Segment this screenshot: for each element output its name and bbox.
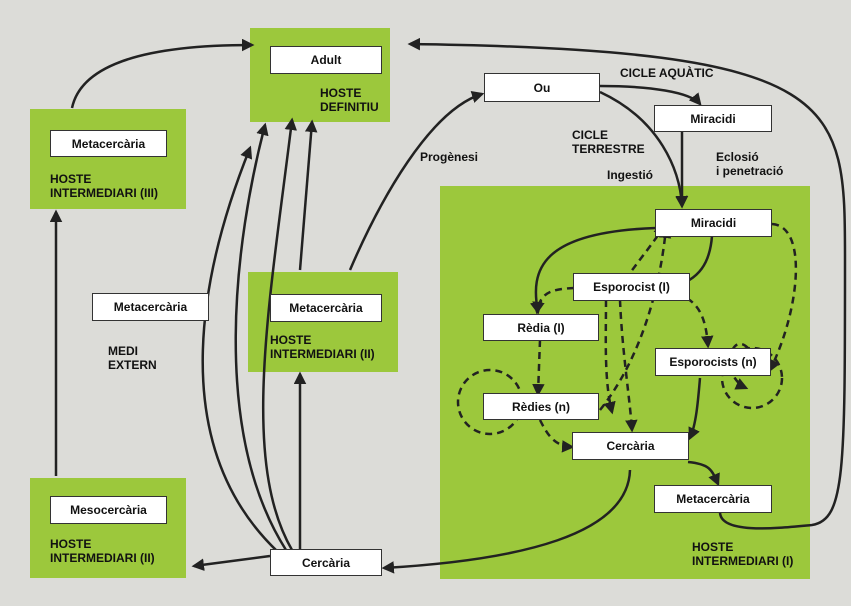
node-miracidi-top: Miracidi bbox=[654, 105, 772, 132]
label-eclosio-line1: Eclosió bbox=[716, 150, 759, 164]
host-definitive-region bbox=[250, 28, 390, 122]
host-intermediate-ii-center-label: HOSTE INTERMEDIARI (II) bbox=[270, 333, 375, 361]
label-progenesi: Progènesi bbox=[420, 150, 479, 164]
host-ii-bottom-line1: HOSTE bbox=[50, 537, 92, 551]
host-iii-line2: INTERMEDIARI (III) bbox=[50, 186, 158, 200]
host-definitive-line2: DEFINITIU bbox=[320, 100, 379, 114]
host-iii-line1: HOSTE bbox=[50, 172, 92, 186]
node-esporocist-1: Esporocist (I) bbox=[573, 273, 690, 301]
host-intermediate-i-label: HOSTE INTERMEDIARI (I) bbox=[692, 540, 793, 568]
host-ii-bottom-line2: INTERMEDIARI (II) bbox=[50, 551, 155, 565]
node-cercaria-inner: Cercària bbox=[572, 432, 689, 460]
node-metacercaria-iii: Metacercària bbox=[50, 130, 167, 157]
node-esporocists-n: Esporocists (n) bbox=[655, 348, 771, 376]
host-i-line2: INTERMEDIARI (I) bbox=[692, 554, 794, 568]
node-redies-n: Rèdies (n) bbox=[483, 393, 599, 420]
node-metacercaria-inner: Metacercària bbox=[654, 485, 772, 513]
label-cicle-aquatic: CICLE AQUÀTIC bbox=[620, 66, 714, 80]
host-ii-center-line2: INTERMEDIARI (II) bbox=[270, 347, 375, 361]
label-cicle-terrestre-line2: TERRESTRE bbox=[572, 142, 645, 156]
host-ii-center-line1: HOSTE bbox=[270, 333, 312, 347]
label-medi-line2: EXTERN bbox=[108, 358, 157, 372]
node-redia-1: Rèdia (I) bbox=[483, 314, 599, 341]
label-medi-line1: MEDI bbox=[108, 344, 138, 358]
host-definitive-label: HOSTE DEFINITIU bbox=[320, 86, 379, 114]
node-metacercaria-free: Metacercària bbox=[92, 293, 209, 321]
host-intermediate-ii-bottom-label: HOSTE INTERMEDIARI (II) bbox=[50, 537, 155, 565]
label-ingestio: Ingestió bbox=[607, 168, 654, 182]
host-intermediate-i-region bbox=[440, 186, 810, 579]
label-cicle-terrestre-line1: CICLE bbox=[572, 128, 608, 142]
node-metacercaria-ii: Metacercària bbox=[270, 294, 382, 322]
host-i-line1: HOSTE bbox=[692, 540, 734, 554]
label-cicle-terrestre: CICLE TERRESTRE bbox=[572, 128, 645, 156]
node-miracidi-inner: Miracidi bbox=[655, 209, 772, 237]
host-intermediate-iii-label: HOSTE INTERMEDIARI (III) bbox=[50, 172, 158, 200]
node-ou: Ou bbox=[484, 73, 600, 102]
node-adult: Adult bbox=[270, 46, 382, 74]
label-eclosio-line2: i penetració bbox=[716, 164, 784, 178]
host-intermediate-ii-center-region bbox=[248, 272, 398, 372]
node-mesocercaria: Mesocercària bbox=[50, 496, 167, 524]
host-intermediate-ii-bottom-region bbox=[30, 478, 186, 578]
node-cercaria-bottom: Cercària bbox=[270, 549, 382, 576]
host-definitive-line1: HOSTE bbox=[320, 86, 362, 100]
host-intermediate-iii-region bbox=[30, 109, 186, 209]
label-medi-extern: MEDI EXTERN bbox=[108, 344, 157, 372]
label-eclosio: Eclosió i penetració bbox=[716, 150, 783, 178]
